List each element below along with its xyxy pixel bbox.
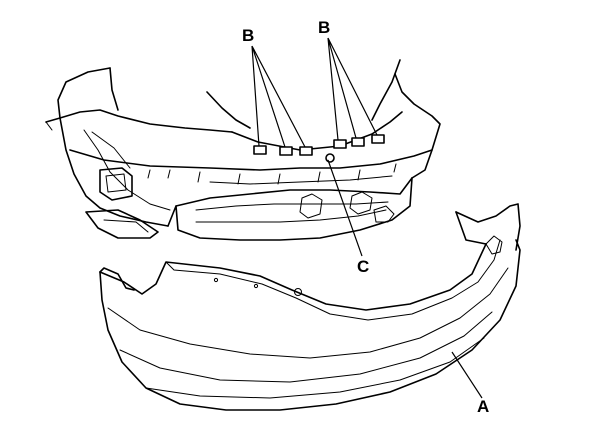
callout-a: A [477, 397, 490, 416]
leader-lines [251, 37, 483, 399]
callout-c: C [357, 257, 370, 276]
clip-b-4 [333, 139, 347, 149]
leader-a [451, 351, 483, 399]
clip-b-5 [351, 137, 365, 147]
leader-b-left [251, 45, 306, 148]
bumper-cover [99, 203, 521, 411]
clip-b-6 [371, 134, 385, 144]
callout-b-left: B [242, 26, 255, 45]
leader-c [327, 159, 363, 257]
clip-b-3 [299, 146, 313, 156]
clip-b-2 [279, 146, 293, 156]
bolt-c [325, 153, 335, 163]
clip-b-1 [253, 145, 267, 155]
vehicle-rear-body [45, 59, 441, 241]
callout-b-right: B [318, 18, 331, 37]
leader-b-right [327, 37, 378, 141]
